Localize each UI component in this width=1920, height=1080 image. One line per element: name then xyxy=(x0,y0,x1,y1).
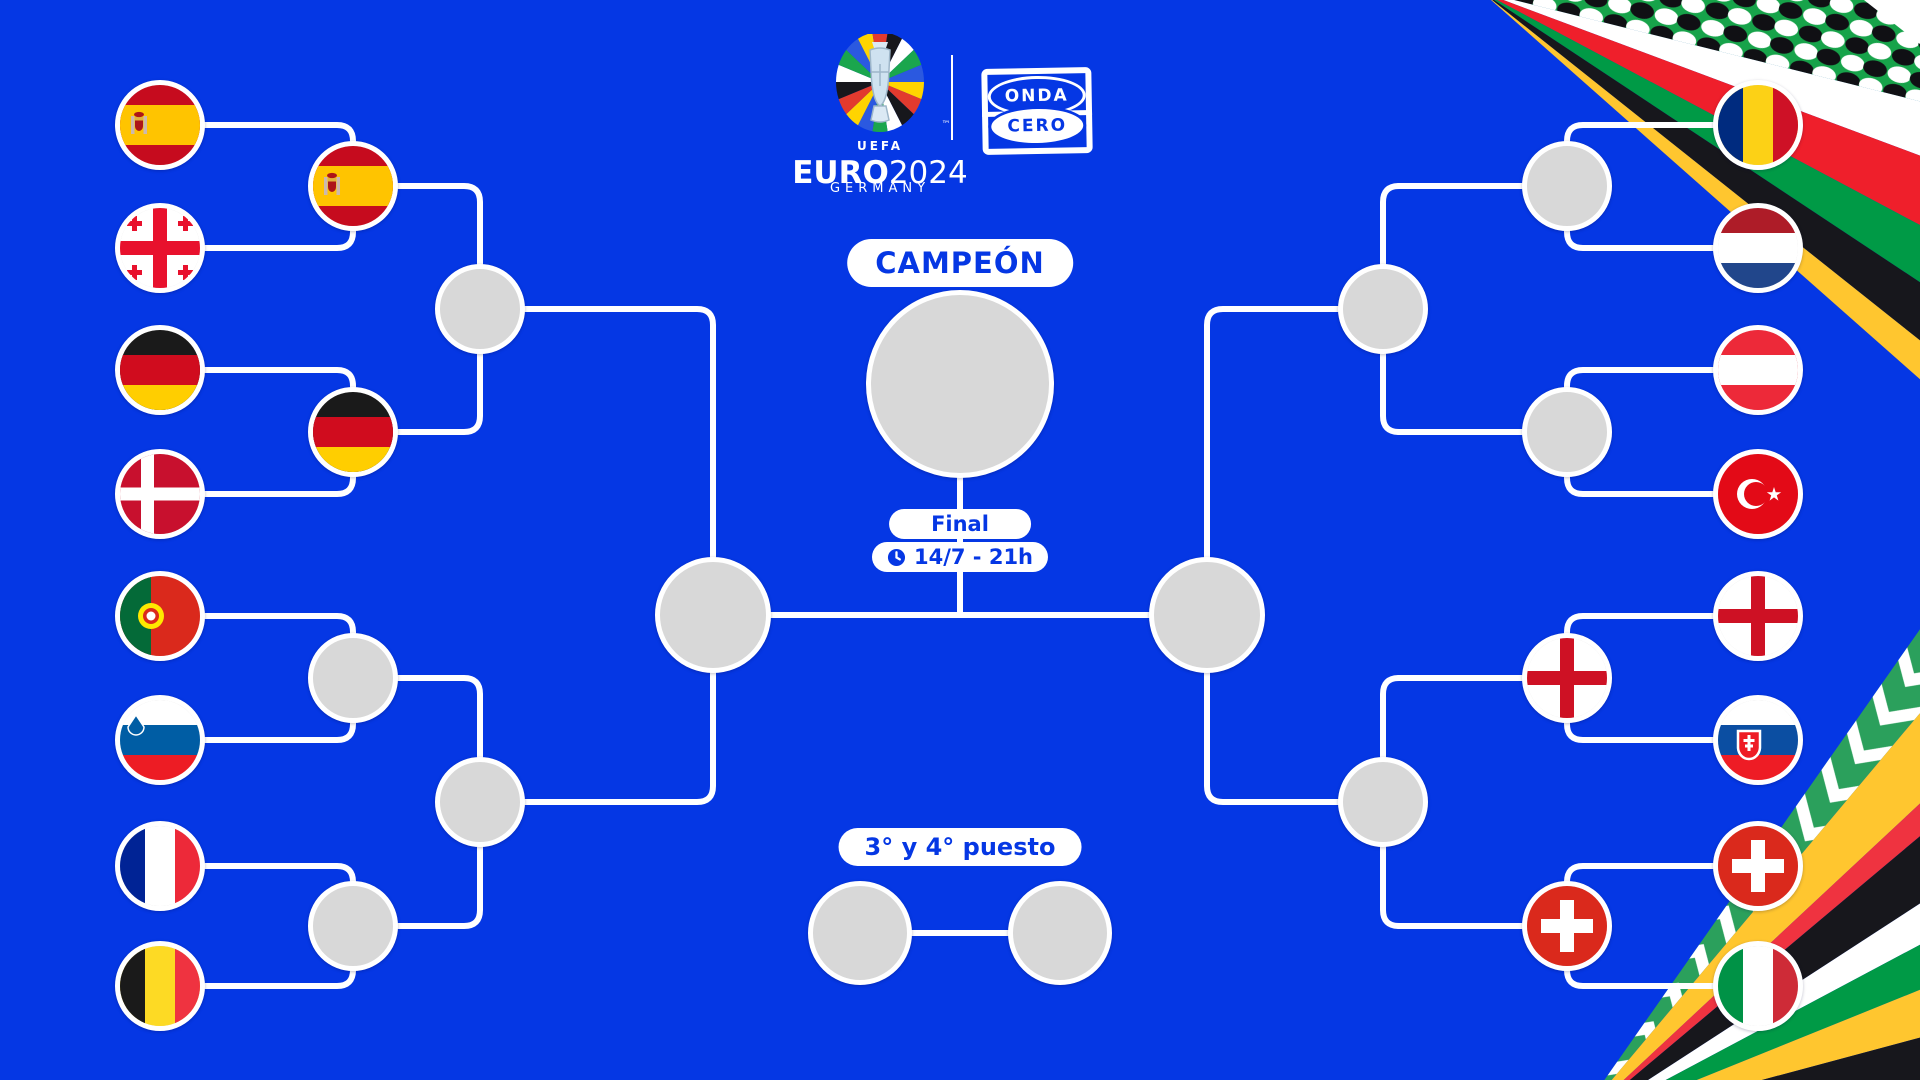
euro-word: EURO xyxy=(792,155,889,191)
sf-slot-left-1 xyxy=(435,264,525,354)
cero-wordmark: CERO xyxy=(987,105,1087,147)
final-slot-right xyxy=(1149,557,1265,673)
euro-year: 2024 xyxy=(888,155,968,191)
r16-flag-netherlands xyxy=(1713,203,1803,293)
clock-icon xyxy=(887,548,906,566)
euro2024-wordmark: EURO2024 xyxy=(792,155,967,191)
qf-slot-left-1-es xyxy=(308,141,398,231)
sf-slot-right-2 xyxy=(1338,757,1428,847)
r16-flag-turkey xyxy=(1713,449,1803,539)
r16-flag-france xyxy=(115,821,205,911)
qf-slot-left-2-de xyxy=(308,387,398,477)
champion-label: CAMPEÓN xyxy=(847,239,1073,287)
qf-slot-right-2-empty xyxy=(1522,387,1612,477)
third-place-slot-left xyxy=(808,881,912,985)
r16-flag-italy xyxy=(1713,941,1803,1031)
final-slot-left xyxy=(655,557,771,673)
r16-flag-germany xyxy=(115,325,205,415)
germany-wordmark: GERMANY xyxy=(829,181,931,196)
qf-slot-right-1-empty xyxy=(1522,141,1612,231)
qf-slot-right-4-ch xyxy=(1522,881,1612,971)
final-time-text: 14/7 - 21h xyxy=(913,545,1034,569)
sf-slot-right-1 xyxy=(1338,264,1428,354)
r16-flag-denmark xyxy=(115,449,205,539)
r16-flag-switzerland xyxy=(1713,821,1803,911)
r16-flag-belgium xyxy=(115,941,205,1031)
sf-slot-left-2 xyxy=(435,757,525,847)
final-time-pill: 14/7 - 21h xyxy=(871,542,1049,572)
r16-flag-portugal xyxy=(115,571,205,661)
trademark-symbol: ™ xyxy=(941,120,951,130)
euro2024-trophy-logo xyxy=(836,34,924,132)
r16-flag-spain xyxy=(115,80,205,170)
final-label: Final xyxy=(889,509,1031,539)
logo-divider xyxy=(951,55,953,140)
third-place-slot-right xyxy=(1008,881,1112,985)
r16-flag-austria xyxy=(1713,325,1803,415)
r16-flag-slovenia xyxy=(115,695,205,785)
qf-slot-right-3-en xyxy=(1522,633,1612,723)
onda-cero-logo: ONDA CERO xyxy=(981,67,1093,155)
champion-slot xyxy=(866,290,1054,478)
r16-flag-romania xyxy=(1713,80,1803,170)
r16-flag-georgia xyxy=(115,203,205,293)
uefa-wordmark: UEFA xyxy=(856,139,904,153)
r16-flag-england xyxy=(1713,571,1803,661)
qf-slot-left-4-empty xyxy=(308,881,398,971)
third-place-label: 3° y 4° puesto xyxy=(838,828,1082,866)
qf-slot-left-3-empty xyxy=(308,633,398,723)
r16-flag-slovakia xyxy=(1713,695,1803,785)
